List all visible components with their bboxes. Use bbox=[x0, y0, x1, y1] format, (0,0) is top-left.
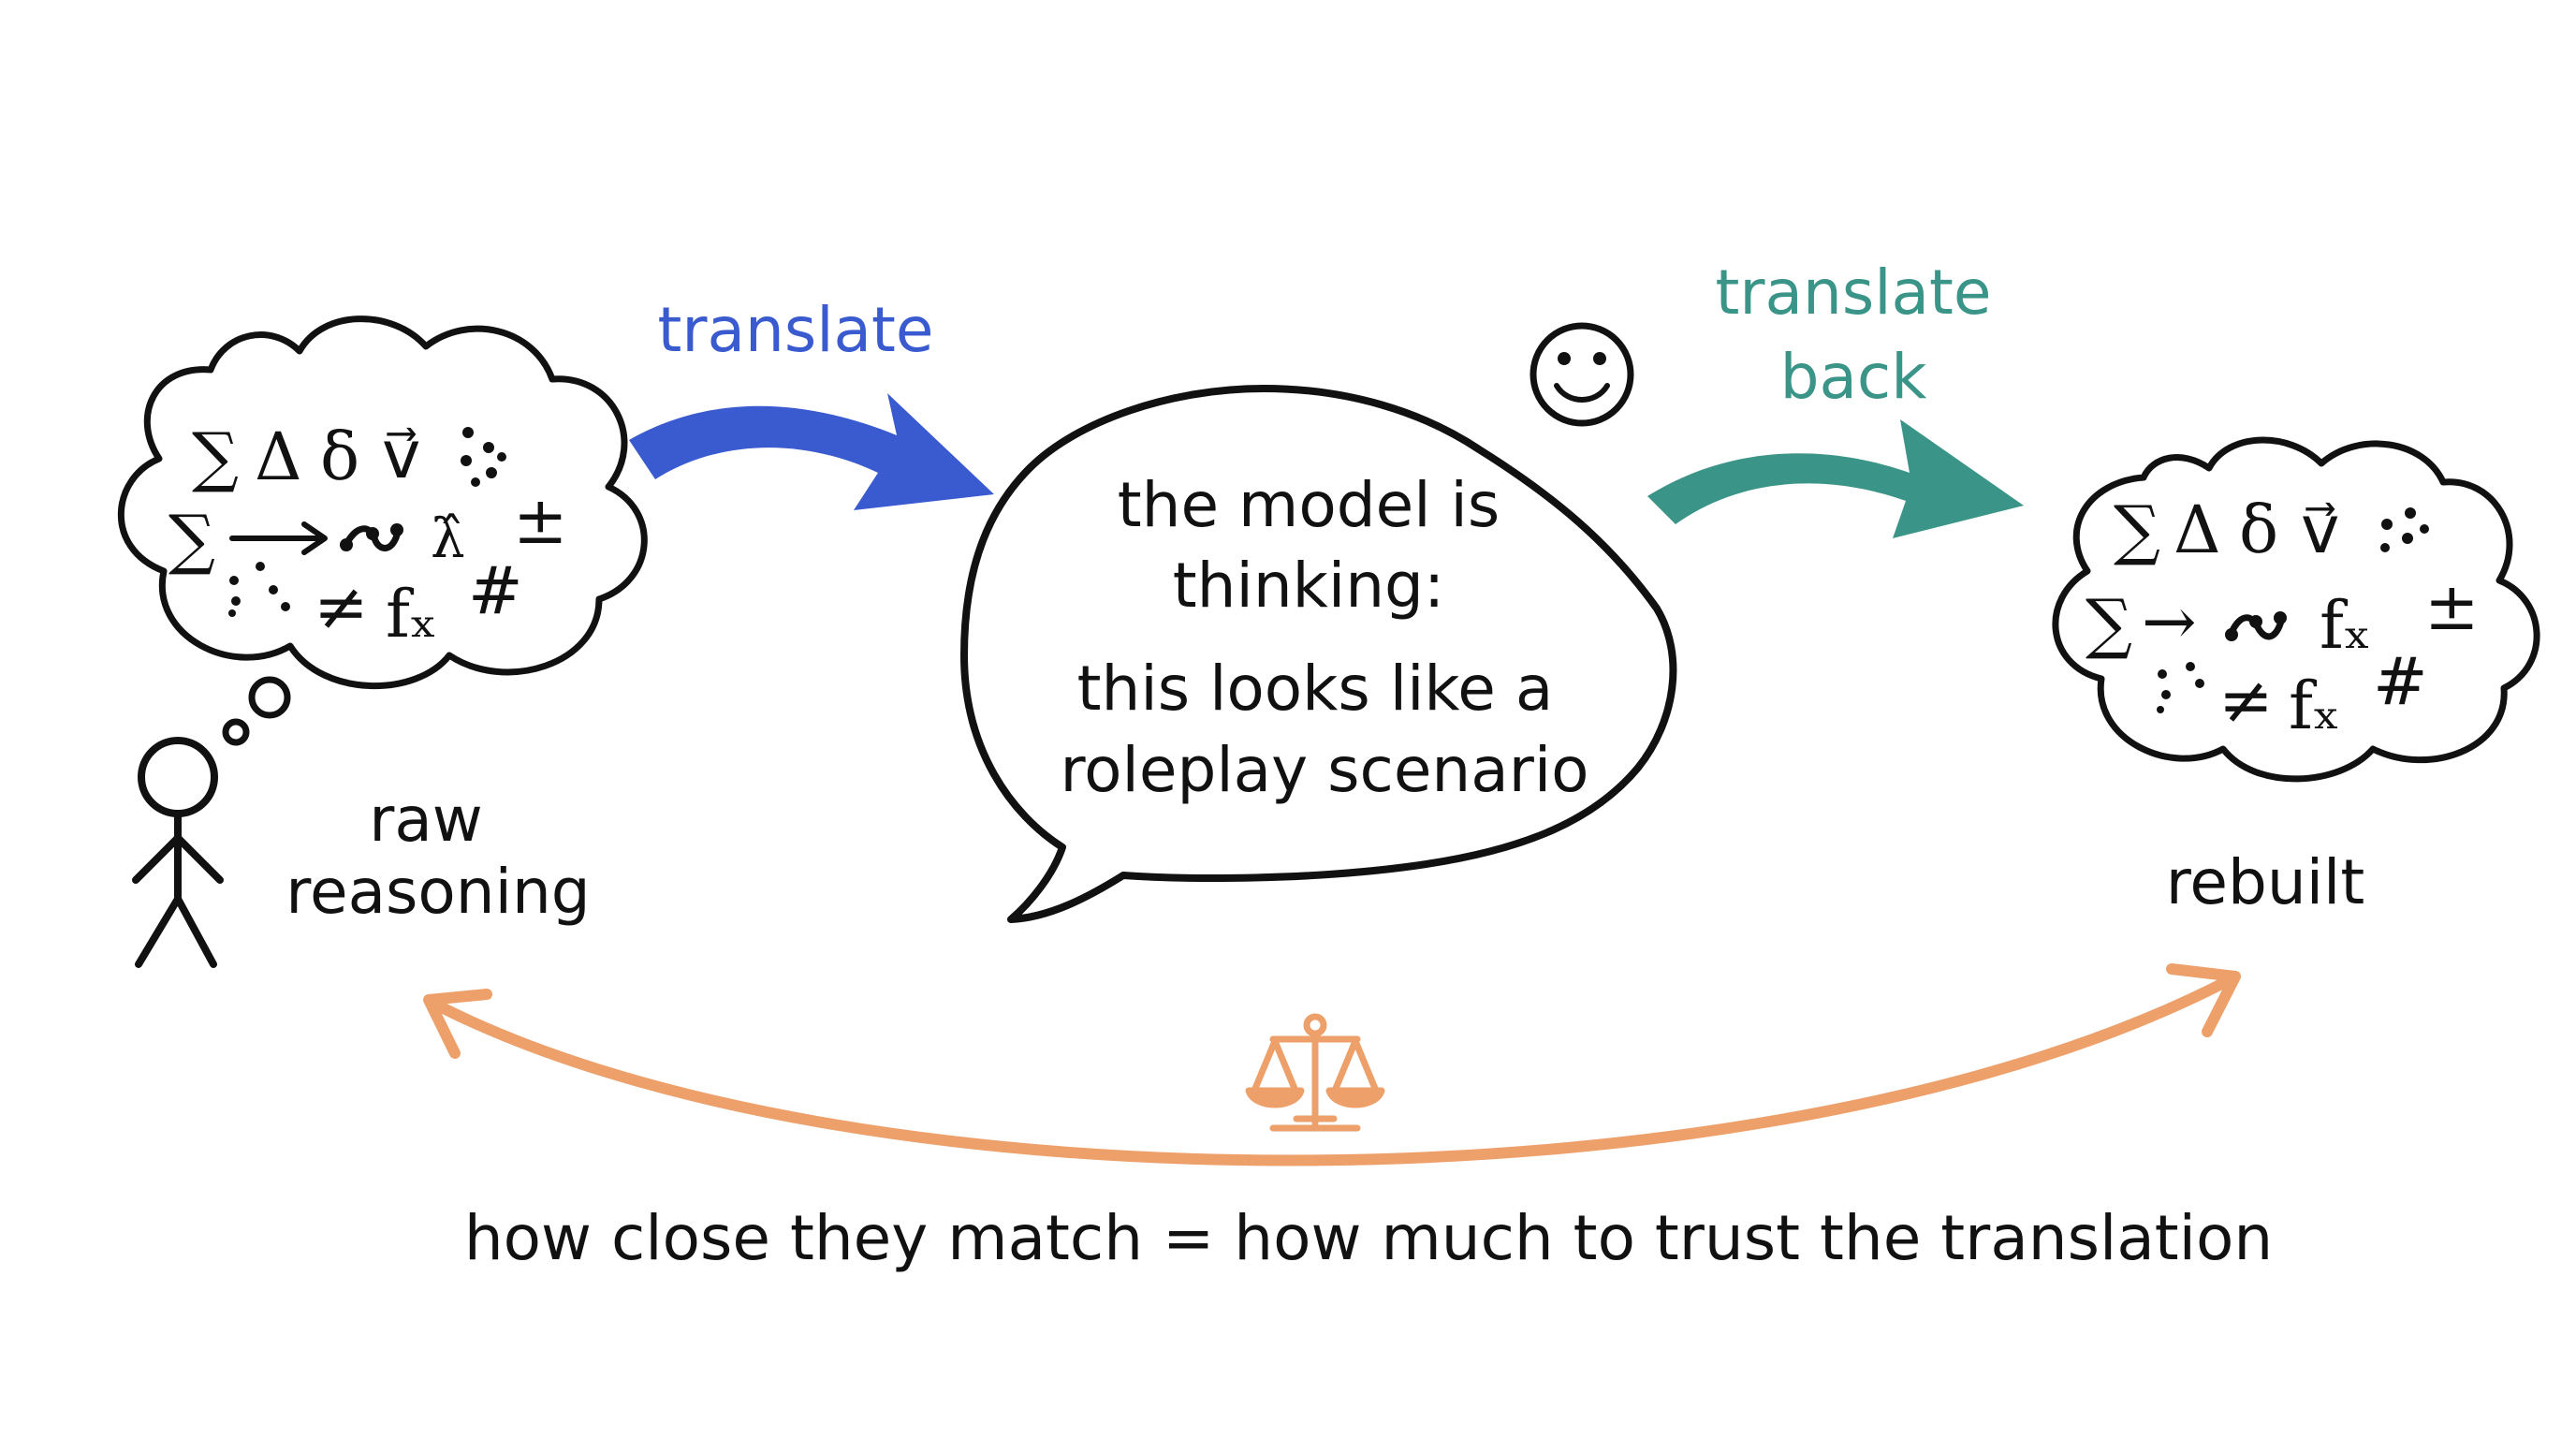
raw-sym-lambda-hat: λ̂ bbox=[431, 506, 465, 570]
rebuilt-sym-small-delta: δ bbox=[2239, 492, 2278, 568]
rebuilt-thought-cloud-icon bbox=[2052, 436, 2540, 783]
raw-squiggle-icon bbox=[340, 523, 403, 551]
bubble-line-2: thinking: bbox=[1173, 550, 1444, 622]
translate-back-label-line2: back bbox=[1780, 341, 1928, 413]
raw-thought-cloud-icon bbox=[117, 315, 648, 746]
rebuilt-sym-arrow: → bbox=[2142, 583, 2197, 660]
compare-arc bbox=[423, 963, 2241, 1167]
rebuilt-dots-icon bbox=[2380, 507, 2429, 552]
translate-back-arrow bbox=[1647, 419, 2024, 538]
rebuilt-sym-vector: v⃗ bbox=[2301, 492, 2339, 568]
smiley-icon bbox=[1530, 322, 1634, 427]
raw-sym-fx: fₓ bbox=[386, 576, 438, 653]
balance-scale-icon bbox=[1245, 1013, 1385, 1132]
bubble-line-4: roleplay scenario bbox=[1060, 734, 1588, 806]
rebuilt-sym-delta: Δ bbox=[2174, 492, 2221, 568]
translate-label: translate bbox=[658, 294, 934, 366]
translate-arrow bbox=[629, 393, 994, 510]
rebuilt-cloud-symbols: ∑ Δ δ v⃗ ∑ → fₓ ± ≠ fₓ # bbox=[2086, 492, 2480, 744]
raw-sym-small-delta: δ bbox=[320, 418, 359, 495]
raw-sym-delta: Δ bbox=[255, 418, 302, 495]
raw-sym-hash: # bbox=[468, 552, 523, 629]
raw-sym-sum-2: ∑ bbox=[168, 501, 215, 578]
translate-back-label-line1: translate bbox=[1716, 257, 1992, 329]
raw-sym-vector: v⃗ bbox=[382, 417, 420, 493]
rebuilt-label: rebuilt bbox=[2166, 846, 2365, 918]
rebuilt-sym-hash: # bbox=[2373, 643, 2428, 720]
rebuilt-sym-sum: ∑ bbox=[2114, 492, 2160, 568]
stick-figure-icon bbox=[132, 737, 224, 968]
rebuilt-sym-plus-minus: ± bbox=[2424, 568, 2480, 645]
rebuilt-scatter-icon bbox=[2157, 662, 2204, 713]
rebuilt-sym-sum-2: ∑ bbox=[2086, 585, 2132, 662]
raw-label-line2: reasoning bbox=[285, 856, 590, 928]
rebuilt-sym-not-equal: ≠ bbox=[2218, 662, 2274, 739]
raw-sym-plus-minus: ± bbox=[513, 482, 568, 559]
raw-cloud-symbols: ∑ Δ δ v⃗ ∑ λ̂ ± ≠ fₓ # bbox=[168, 417, 568, 653]
raw-long-arrow-icon bbox=[229, 521, 328, 555]
caption: how close they match = how much to trust… bbox=[464, 1202, 2273, 1274]
bubble-line-1: the model is bbox=[1118, 469, 1500, 541]
rebuilt-squiggle-icon bbox=[2225, 611, 2287, 641]
raw-label-line1: raw bbox=[369, 784, 483, 856]
bubble-line-3: this looks like a bbox=[1077, 653, 1554, 725]
speech-bubble-icon bbox=[960, 385, 1677, 923]
raw-dots-icon bbox=[461, 427, 506, 487]
raw-sym-not-equal: ≠ bbox=[314, 568, 369, 645]
raw-sym-sum: ∑ bbox=[192, 418, 239, 495]
raw-scatter-icon bbox=[228, 562, 290, 617]
rebuilt-sym-fx: fₓ bbox=[2320, 587, 2372, 664]
rebuilt-sym-fx-2: fₓ bbox=[2289, 668, 2341, 744]
